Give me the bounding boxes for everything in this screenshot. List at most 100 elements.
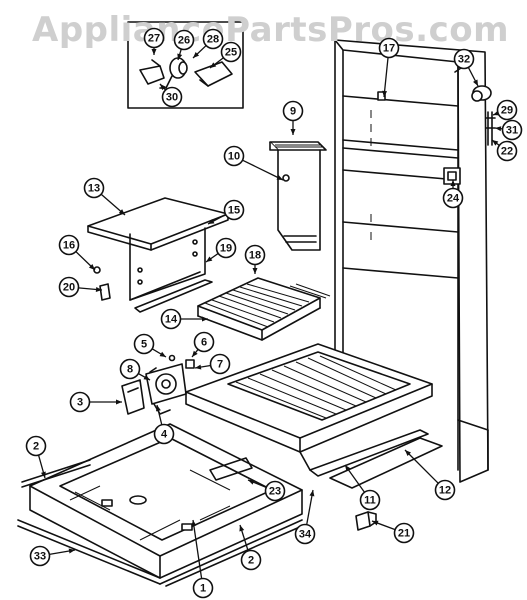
crisper-pan	[185, 343, 433, 477]
callout-circle	[133, 333, 155, 355]
callout-label: 11	[364, 495, 376, 507]
callout-arrowhead	[210, 62, 217, 68]
callout-20: 20	[58, 276, 103, 298]
callout-circle	[153, 423, 175, 445]
callout-11: 11	[344, 464, 381, 511]
callout-label: 23	[269, 486, 281, 498]
callout-circle	[173, 29, 195, 51]
callout-arrowhead	[88, 264, 95, 270]
callout-6: 6	[191, 331, 215, 358]
callout-arrowhead	[290, 129, 296, 135]
callout-arrowhead	[248, 479, 255, 485]
callout-arrowhead	[309, 490, 315, 497]
air-tower	[269, 141, 327, 251]
callout-label: 13	[88, 183, 100, 195]
callout-32: 32	[453, 48, 479, 87]
callout-circle	[223, 199, 245, 221]
callout-label: 18	[249, 250, 261, 262]
callout-7: 7	[194, 353, 231, 375]
damper-control	[121, 354, 195, 415]
callout-label: 2	[248, 555, 254, 567]
callout-1: 1	[191, 519, 214, 599]
callout-label: 25	[225, 47, 237, 59]
callout-31: 31	[494, 119, 523, 141]
callout-circle	[442, 187, 464, 209]
callout-14: 14	[160, 308, 208, 330]
side-rails	[17, 457, 303, 587]
callout-circle	[496, 99, 518, 121]
callout-27: 27	[143, 27, 165, 55]
callout-circle	[58, 276, 80, 298]
callout-30: 30	[159, 83, 183, 108]
callout-leader	[242, 159, 284, 181]
callout-label: 12	[439, 485, 451, 497]
callout-10: 10	[223, 145, 284, 181]
callout-label: 17	[383, 43, 395, 55]
callout-label: 10	[228, 151, 240, 163]
callout-label: 3	[77, 397, 83, 409]
callout-arrowhead	[118, 209, 125, 215]
callout-8: 8	[119, 358, 151, 381]
callout-circle	[378, 37, 400, 59]
callout-label: 19	[220, 243, 232, 255]
callout-33: 33	[29, 545, 76, 567]
callout-34: 34	[294, 489, 316, 545]
callout-circle	[434, 479, 456, 501]
callout-label: 27	[148, 33, 160, 45]
callout-arrowhead	[208, 218, 215, 224]
callout-label: 1	[200, 583, 206, 595]
callout-circle	[282, 100, 304, 122]
callout-arrowhead	[151, 49, 157, 55]
callout-label: 4	[161, 429, 168, 441]
callout-21: 21	[371, 520, 415, 544]
callout-arrowhead	[382, 90, 388, 97]
callout-circle	[83, 177, 105, 199]
callout-label: 21	[398, 528, 410, 540]
watermark: AppliancePartsPros.com	[32, 10, 509, 50]
callout-circle	[496, 140, 518, 162]
callout-label: 30	[166, 92, 178, 104]
callout-label: 22	[501, 146, 513, 158]
callout-label: 2	[33, 441, 39, 453]
callout-26: 26	[173, 29, 195, 61]
callout-arrowhead	[473, 79, 478, 86]
callout-circle	[119, 358, 141, 380]
callout-22: 22	[491, 139, 518, 162]
callout-label: 26	[178, 35, 190, 47]
callout-circle	[202, 28, 224, 50]
callout-arrowhead	[252, 268, 258, 274]
callout-23: 23	[247, 479, 286, 502]
wire-shelf	[197, 277, 331, 341]
callout-label: 29	[501, 105, 513, 117]
callout-label: 20	[63, 282, 75, 294]
callout-label: 24	[447, 193, 460, 205]
callout-circle	[160, 308, 182, 330]
callout-circle	[161, 86, 183, 108]
callout-circle	[192, 577, 214, 599]
callout-arrowhead	[276, 175, 283, 180]
callout-arrowhead	[155, 405, 161, 412]
small-fasteners	[93, 266, 111, 301]
callout-circle	[393, 522, 415, 544]
callout-circle	[193, 331, 215, 353]
callout-label: 33	[34, 551, 46, 563]
callout-label: 16	[63, 240, 75, 252]
callout-arrowhead	[239, 525, 245, 532]
callout-circle	[58, 234, 80, 256]
callout-leader	[192, 519, 203, 579]
callout-circle	[215, 237, 237, 259]
callout-arrowhead	[116, 399, 122, 405]
callout-15: 15	[207, 199, 245, 225]
callout-circle	[29, 545, 51, 567]
callout-arrowhead	[202, 316, 208, 322]
callout-arrowhead	[68, 548, 75, 554]
callout-25: 25	[209, 41, 242, 69]
callout-9: 9	[282, 100, 304, 135]
callout-16: 16	[58, 234, 96, 271]
hinge-assembly	[471, 85, 496, 146]
callout-circle	[244, 244, 266, 266]
callout-2: 2	[25, 435, 47, 479]
callout-circle	[501, 119, 523, 141]
